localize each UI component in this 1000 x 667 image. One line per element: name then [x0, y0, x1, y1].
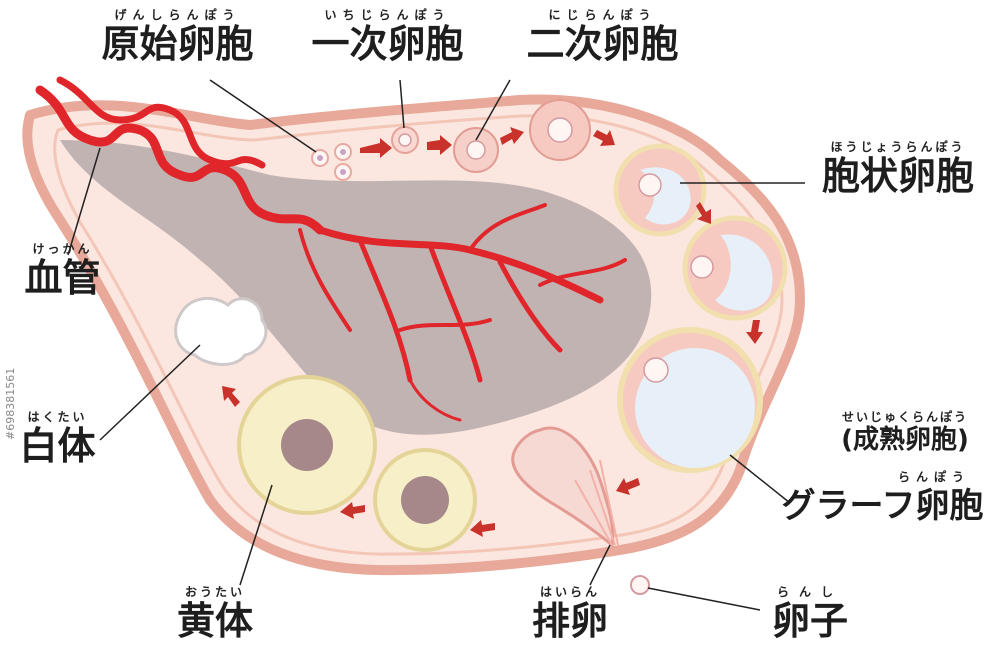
text-secondary: 二次卵胞: [515, 22, 690, 66]
text-graaf: グラーフ卵胞: [770, 484, 995, 528]
text-mature: (成熟卵胞): [815, 424, 995, 456]
growing-follicle: [530, 100, 590, 160]
label-graafian-follicle: らんぽう グラーフ卵胞: [770, 470, 995, 528]
label-ovulation: はいらん 排卵: [520, 585, 620, 643]
label-blood-vessel: けっかん 血管: [15, 242, 110, 300]
ruby-mature: せいじゅくらんぽう: [815, 410, 995, 424]
text-albicans: 白体: [10, 424, 105, 468]
ruby-ovulation: はいらん: [520, 585, 620, 599]
text-vessel: 血管: [15, 256, 110, 300]
antral-follicle-2: [685, 218, 785, 318]
ruby-antral: ほうじょうらんぽう: [808, 140, 988, 154]
ruby-primary: いちじらんぽう: [300, 8, 475, 22]
corpus-luteum-small: [375, 450, 475, 550]
antral-follicle-1: [616, 146, 704, 234]
side-id: #698381561: [4, 368, 17, 440]
text-luteum: 黄体: [165, 599, 265, 643]
ruby-secondary: にじらんぽう: [515, 8, 690, 22]
label-primordial-follicle: げんしらんぽう 原始卵胞: [90, 8, 265, 66]
ruby-ovum: らんし: [760, 585, 860, 599]
label-secondary-follicle: にじらんぽう 二次卵胞: [515, 8, 690, 66]
primary-follicle: [392, 127, 418, 153]
secondary-follicle: [454, 128, 498, 172]
label-antral-follicle: ほうじょうらんぽう 胞状卵胞: [808, 140, 988, 198]
label-corpus-luteum: おうたい 黄体: [165, 585, 265, 643]
text-primary: 一次卵胞: [300, 22, 475, 66]
graafian-follicle: [620, 330, 760, 470]
ruby-vessel: けっかん: [15, 242, 110, 256]
ruby-primordial: げんしらんぽう: [90, 8, 265, 22]
text-ovulation: 排卵: [520, 599, 620, 643]
label-mature-follicle: せいじゅくらんぽう (成熟卵胞): [815, 410, 995, 456]
ruby-graaf: らんぽう: [770, 470, 995, 484]
label-ovum: らんし 卵子: [760, 585, 860, 643]
label-primary-follicle: いちじらんぽう 一次卵胞: [300, 8, 475, 66]
label-corpus-albicans: はくたい 白体: [10, 410, 105, 468]
corpus-luteum-large: [239, 377, 375, 513]
ruby-luteum: おうたい: [165, 585, 265, 599]
text-antral: 胞状卵胞: [808, 154, 988, 198]
ruby-albicans: はくたい: [10, 410, 105, 424]
text-ovum: 卵子: [760, 599, 860, 643]
text-primordial: 原始卵胞: [90, 22, 265, 66]
